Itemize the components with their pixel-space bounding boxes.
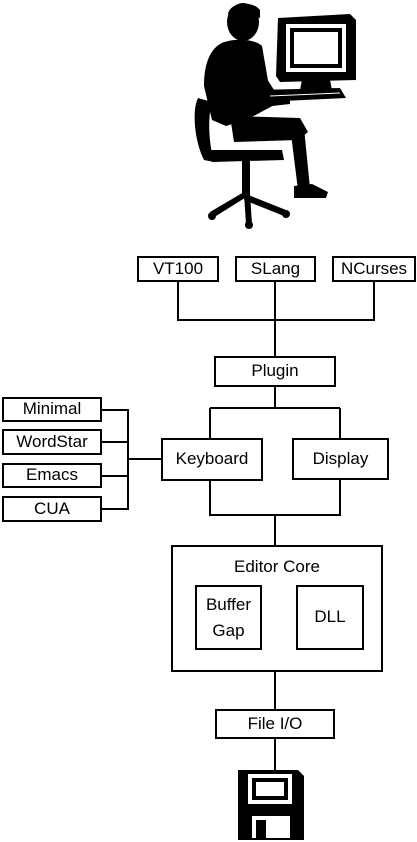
dll-box: DLL <box>296 585 364 650</box>
floppy-disk-icon <box>238 770 304 840</box>
editor-core-title: Editor Core <box>234 557 320 576</box>
keymap-minimal: Minimal <box>2 397 102 422</box>
buffer-gap-line2: Gap <box>212 620 245 640</box>
frontend-slang: SLang <box>235 256 316 282</box>
plugin-box: Plugin <box>214 356 336 387</box>
keymap-emacs: Emacs <box>2 463 102 488</box>
file-io-box: File I/O <box>215 709 335 739</box>
user-at-computer-icon <box>194 3 356 229</box>
keyboard-box: Keyboard <box>161 438 263 481</box>
buffer-gap-line1: Buffer <box>205 594 252 614</box>
frontend-vt100: VT100 <box>137 256 219 282</box>
frontend-ncurses: NCurses <box>332 256 416 282</box>
buffer-gap-box: Buffer Gap <box>195 585 262 650</box>
keymap-wordstar: WordStar <box>2 429 102 455</box>
display-box: Display <box>292 438 389 480</box>
keymap-cua: CUA <box>2 496 102 522</box>
